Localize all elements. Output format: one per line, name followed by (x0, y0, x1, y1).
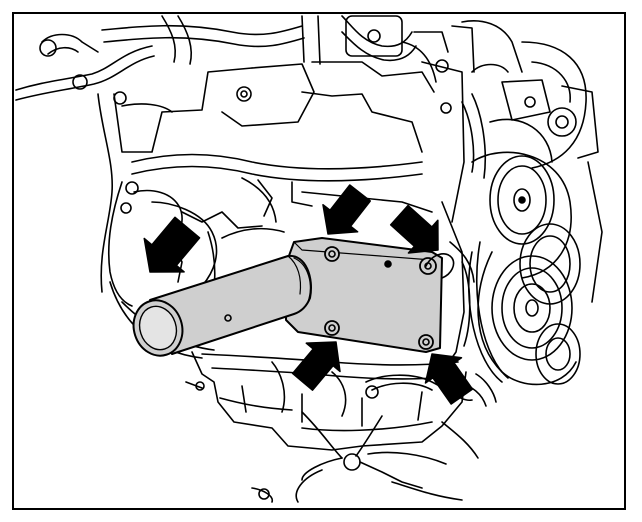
oil-pan (185, 351, 497, 503)
engine-block (97, 59, 487, 373)
tool-plate (285, 237, 443, 353)
illustration-frame (12, 12, 626, 510)
arrow-icon (322, 184, 372, 235)
arrow-icon (389, 204, 439, 254)
special-tool (132, 237, 455, 357)
engine-illustration (15, 15, 603, 503)
arrow-icon (424, 353, 474, 405)
upper-hoses (15, 15, 523, 101)
callout-arrows (143, 184, 474, 405)
arrow-icon (291, 341, 341, 391)
pulley-assembly (467, 41, 603, 386)
arrow-icon (143, 216, 201, 273)
tool-tube (149, 254, 312, 355)
